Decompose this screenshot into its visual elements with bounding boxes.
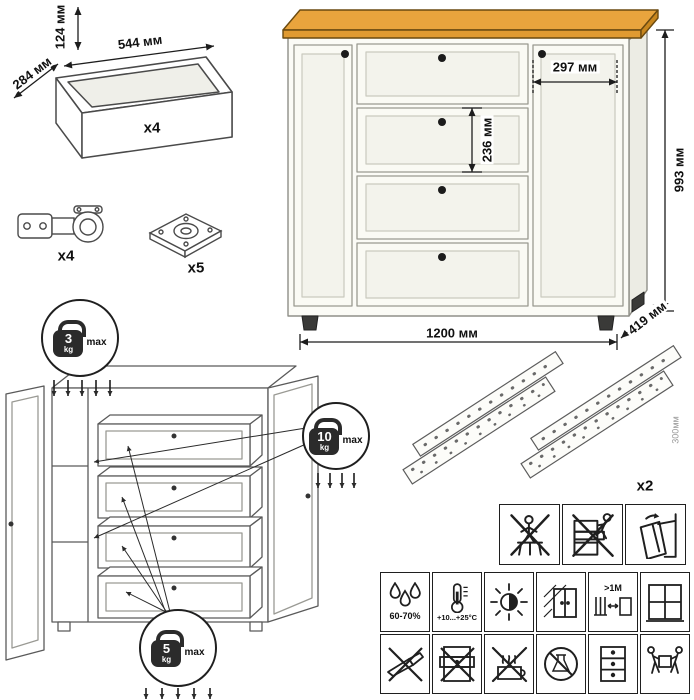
load-unit: kg <box>161 655 172 665</box>
pictogram-keep-in-shade <box>536 572 586 632</box>
thermometer-icon <box>451 583 468 613</box>
hinge-count: x4 <box>57 247 75 265</box>
foot-bracket-drawing <box>148 213 223 259</box>
dim-dresser-width: 1200 мм <box>424 325 480 341</box>
load-max-label: max <box>184 646 205 658</box>
half-sun-icon <box>490 583 528 621</box>
drawer-slides-drawing <box>402 344 682 485</box>
slides-count: x2 <box>636 477 654 495</box>
pictogram-humidity: 60-70% <box>380 572 430 632</box>
slide-length-label: 300мм <box>670 416 681 444</box>
anti-tip-wall-anchor-icon <box>639 512 677 559</box>
kettlebell-icon: 3 kg <box>53 320 87 357</box>
kettlebell-icon: 5 kg <box>151 630 185 667</box>
open-dresser-drawing <box>5 365 319 661</box>
load-value: 3 <box>64 331 73 347</box>
foot-count: x5 <box>187 259 205 277</box>
load-max-label: max <box>342 434 363 446</box>
no-open-drawer-icon <box>439 646 475 682</box>
pictogram-ventilation <box>640 572 690 632</box>
pictogram-heat-distance: >1M <box>588 572 638 632</box>
load-unit: kg <box>319 443 330 453</box>
pictogram-drawers <box>588 634 638 694</box>
dim-door-width: 297 мм <box>550 59 600 75</box>
load-unit: kg <box>63 345 74 355</box>
dim-drawer-box-height: 124 мм <box>52 2 68 52</box>
heat-distance-label: >1M <box>604 582 622 593</box>
drawer-chest-icon <box>600 646 626 682</box>
no-hot-items-icon <box>491 646 528 683</box>
temperature-range-label: +10...+25°C <box>436 612 478 622</box>
water-drops-icon <box>389 582 421 607</box>
load-badge-drawer: 5 kg max <box>139 609 217 687</box>
humidity-range-label: 60-70% <box>389 611 421 622</box>
radiator-distance-icon <box>594 597 632 617</box>
load-max-label: max <box>86 336 107 348</box>
pictogram-no-hot-items <box>484 634 534 694</box>
dresser-drawing <box>282 9 659 331</box>
drawer-box-count: x4 <box>143 119 161 137</box>
pictogram-no-sitting <box>499 504 560 565</box>
pictogram-temperature: +10...+25°C <box>432 572 482 632</box>
pictogram-no-sharp-objects <box>380 634 430 694</box>
pictogram-no-solvents <box>536 634 586 694</box>
hinge-drawing <box>17 205 104 243</box>
no-knife-icon <box>387 647 424 682</box>
dim-drawer-front-height: 236 мм <box>479 115 495 165</box>
load-badge-shelf: 10 kg max <box>302 402 370 470</box>
kettlebell-icon: 10 kg <box>309 418 343 455</box>
load-badge-top: 3 kg max <box>41 299 119 377</box>
load-value: 5 <box>162 641 171 657</box>
shaded-cabinet-icon <box>543 584 577 618</box>
load-direction-arrows <box>51 380 357 699</box>
pictogram-anti-tip <box>625 504 686 565</box>
drawer-box-drawing <box>55 56 233 159</box>
no-climbing-icon <box>571 512 614 557</box>
pictogram-carry-with-two <box>640 634 690 694</box>
pictogram-no-open-drawer-load <box>432 634 482 694</box>
no-solvents-icon <box>544 647 578 681</box>
dim-dresser-height: 993 мм <box>671 145 687 195</box>
pictogram-no-climbing <box>562 504 623 565</box>
drawer-box-dims <box>13 7 215 99</box>
no-sitting-icon <box>509 513 550 556</box>
window-icon <box>646 584 684 622</box>
pictogram-avoid-sun <box>484 572 534 632</box>
load-value: 10 <box>317 429 332 445</box>
two-person-carry-icon <box>647 646 683 674</box>
